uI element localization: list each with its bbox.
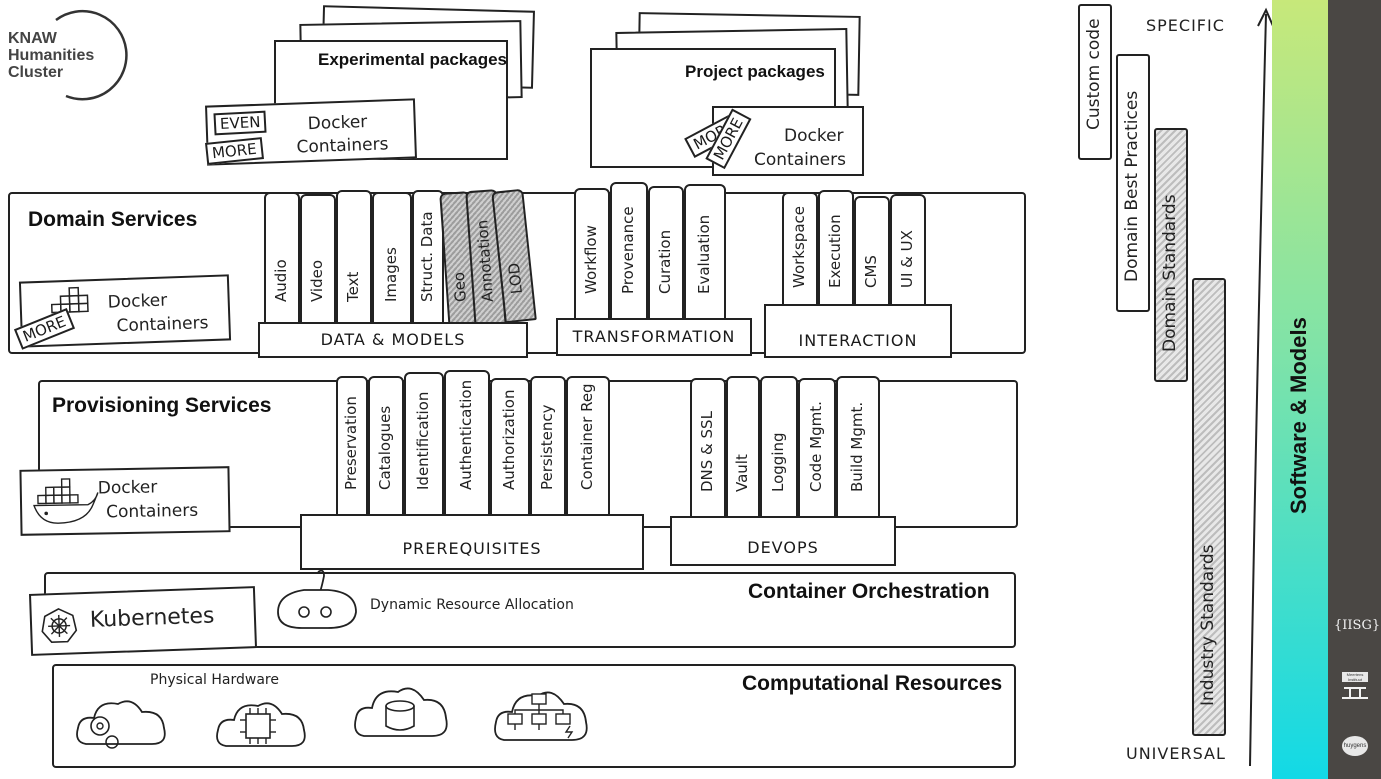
book-authorization: Authorization xyxy=(500,389,518,490)
logo-line-3: Cluster xyxy=(8,64,64,81)
transformation-label: TRANSFORMATION xyxy=(556,318,752,356)
docker-label-1: Docker xyxy=(97,477,158,499)
book-build-mgmt: Build Mgmt. xyxy=(848,401,866,492)
book-struct-data: Struct. Data xyxy=(418,211,436,302)
book-provenance: Provenance xyxy=(619,206,637,294)
docker-whale-icon xyxy=(33,478,99,524)
book-dns-ssl: DNS & SSL xyxy=(698,411,716,492)
cloud-gears-icon xyxy=(76,700,166,749)
meertens-building-icon xyxy=(1342,687,1368,699)
docker-label-1: Docker xyxy=(307,112,368,135)
bar-domain-best-practices: Domain Best Practices xyxy=(1122,90,1142,282)
docker-label-2: Containers xyxy=(106,500,199,523)
provisioning-services-title: Provisioning Services xyxy=(52,394,272,417)
container-orchestration-title: Container Orchestration xyxy=(748,580,990,603)
huygens-logo: huygens ing xyxy=(1342,736,1368,756)
book-execution: Execution xyxy=(826,214,844,288)
logo-line-2: Humanities xyxy=(8,47,95,64)
robot-icon xyxy=(277,569,357,629)
sidebar-gradient: Software & Models xyxy=(1272,0,1328,779)
docker-label-2: Containers xyxy=(754,150,846,170)
book-geo: Geo xyxy=(449,271,470,303)
logo-arc-icon xyxy=(55,9,128,101)
tag-even: EVEN xyxy=(213,110,267,136)
book-code-mgmt: Code Mgmt. xyxy=(807,401,825,492)
book-lod: LOD xyxy=(504,261,526,295)
scale-universal-label: UNIVERSAL xyxy=(1126,744,1226,763)
physical-hardware-label: Physical Hardware xyxy=(150,672,279,688)
docker-label-1: Docker xyxy=(784,126,844,146)
book-catalogues: Catalogues xyxy=(376,405,394,490)
data-models-label: DATA & MODELS xyxy=(258,322,528,358)
book-workflow: Workflow xyxy=(582,225,600,294)
scale-arrow-icon xyxy=(1249,7,1274,767)
domain-docker: Docker Containers xyxy=(18,274,232,348)
project-packages-title: Project packages xyxy=(685,62,825,81)
domain-services-title: Domain Services xyxy=(28,208,198,231)
docker-label-1: Docker xyxy=(107,290,168,313)
sidebar-dark: {IISG} Meertens Instituut huygens ing xyxy=(1328,0,1381,779)
computational-resources-title: Computational Resources xyxy=(742,672,1003,695)
book-video: Video xyxy=(308,259,326,302)
devops-label: DEVOPS xyxy=(670,516,896,566)
bar-industry-standards: Industry Standards xyxy=(1198,544,1218,706)
provisioning-docker: Docker Containers xyxy=(19,466,231,536)
kubernetes-label: Kubernetes xyxy=(89,603,215,633)
knaw-logo: KNAW Humanities Cluster xyxy=(8,9,128,101)
book-ui-ux: UI & UX xyxy=(898,230,916,288)
meertens-logo-text: Meertens Instituut xyxy=(1342,672,1368,682)
dynamic-resource-label: Dynamic Resource Allocation xyxy=(370,597,574,613)
bar-domain-standards: Domain Standards xyxy=(1160,194,1180,352)
cloud-network-icon xyxy=(494,691,588,741)
book-vault: Vault xyxy=(733,454,751,492)
container-stack-icon xyxy=(50,286,89,314)
book-evaluation: Evaluation xyxy=(695,214,713,294)
book-curation: Curation xyxy=(656,229,674,294)
docker-label-2: Containers xyxy=(296,134,389,158)
book-container-reg: Container Reg xyxy=(578,383,596,490)
iisg-logo: {IISG} xyxy=(1334,618,1381,633)
kubernetes-icon xyxy=(41,608,78,644)
bar-custom-code: Custom code xyxy=(1084,18,1104,130)
book-workspace: Workspace xyxy=(790,206,808,288)
huygens-logo-text: huygens ing xyxy=(1343,743,1367,749)
book-preservation: Preservation xyxy=(342,396,360,490)
experimental-packages-title: Experimental packages xyxy=(318,50,507,69)
interaction-label: INTERACTION xyxy=(764,304,952,358)
kubernetes-box: Kubernetes xyxy=(28,586,258,656)
cloud-chip-icon xyxy=(216,702,306,747)
book-logging: Logging xyxy=(769,432,787,492)
prerequisites-label: PREREQUISITES xyxy=(300,514,644,570)
book-images: Images xyxy=(382,247,400,302)
docker-label-2: Containers xyxy=(116,313,209,337)
cloud-database-icon xyxy=(354,687,448,737)
meertens-logo: Meertens Instituut xyxy=(1342,672,1368,702)
book-persistency: Persistency xyxy=(538,404,556,490)
book-cms: CMS xyxy=(862,255,880,288)
logo-line-1: KNAW xyxy=(8,30,57,47)
book-authentication: Authentication xyxy=(457,379,475,490)
sidebar-title: Software & Models xyxy=(1286,317,1311,514)
scale-specific-label: SPECIFIC xyxy=(1146,16,1225,35)
book-identification: Identification xyxy=(414,391,432,490)
book-text: Text xyxy=(344,271,362,302)
book-audio: Audio xyxy=(272,259,290,302)
book-annotation: Annotation xyxy=(473,219,497,303)
